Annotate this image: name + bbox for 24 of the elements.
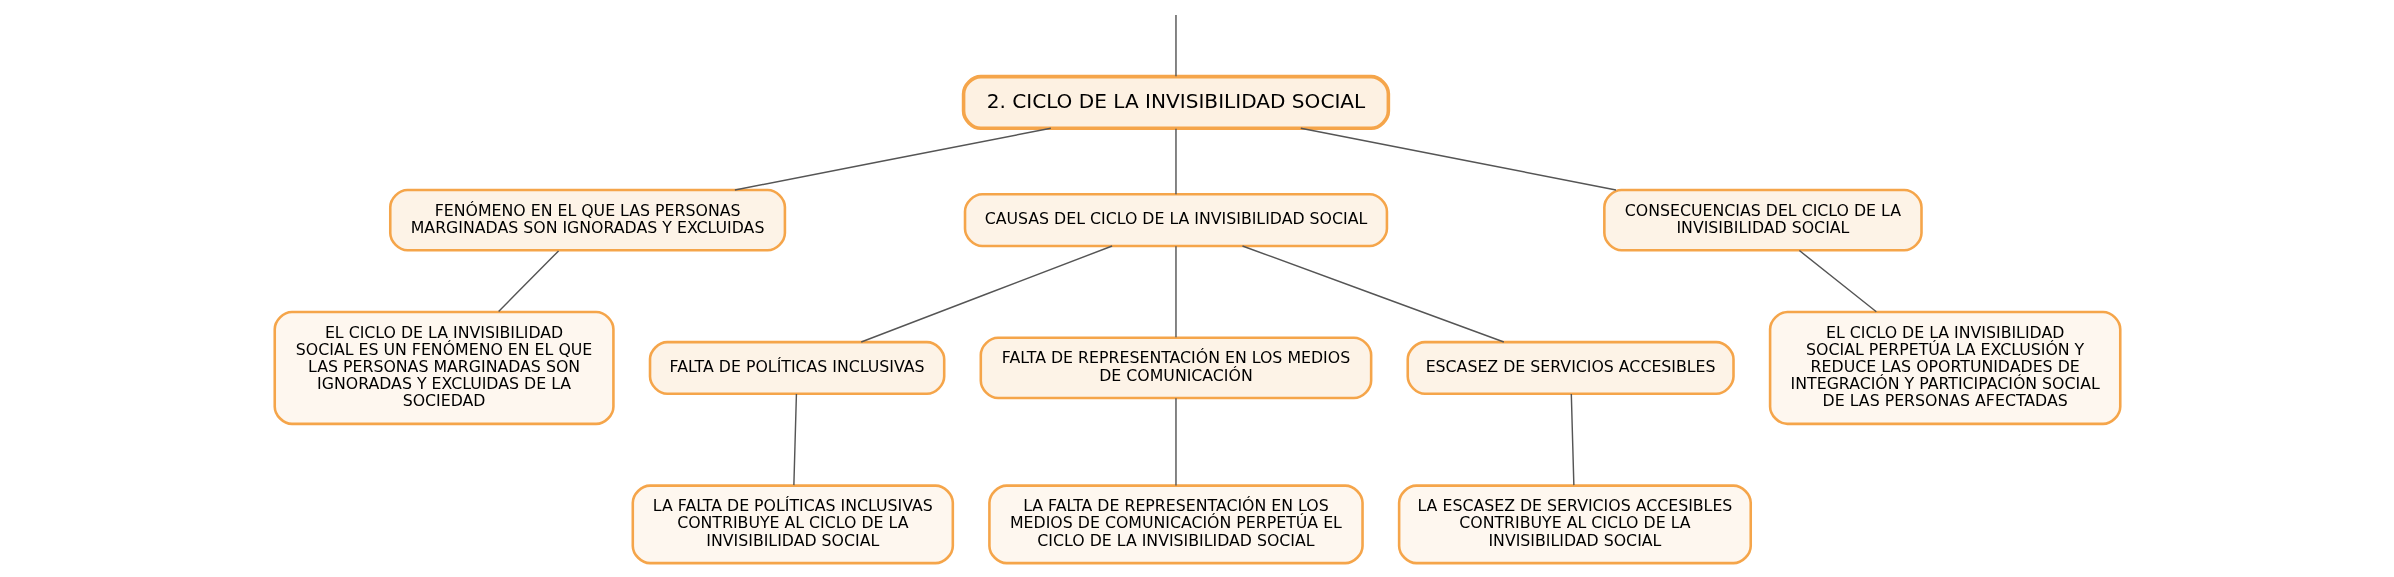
node-box: EL CICLO DE LA INVISIBILIDAD SOCIAL ES UN FENÓMENO EN EL QUE LAS PERSONAS MARGINADAS SON IGNORADAS Y EXCLUIDAS DE LA SOCIEDAD — [272, 310, 615, 426]
connector — [1174, 245, 1177, 338]
node-box: LA FALTA DE REPRESENTACIÓN EN LOS MEDIOS DE COMUNICACIÓN PERPETÚA EL CICLO DE LA INVISIBILIDAD SOCIAL — [987, 484, 1364, 565]
node-box: LA ESCASEZ DE SERVICIOS ACCESIBLES CONTRIBUYE AL CICLO DE LA INVISIBILIDAD SOCIAL — [1397, 484, 1752, 565]
connector — [497, 250, 559, 313]
connector — [792, 393, 797, 486]
connector — [1299, 127, 1617, 191]
node-box: EL CICLO DE LA INVISIBILIDAD SOCIAL PERPETÚA LA EXCLUSIÓN Y REDUCE LAS OPORTUNIDADES DE INTEGRACIÓN Y PARTICIPACIÓN SOCIAL DE LAS PERSONAS AFECTADAS — [1768, 310, 2122, 426]
node-box: LA FALTA DE POLÍTICAS INCLUSIVAS CONTRIBUYE AL CICLO DE LA INVISIBILIDAD SOCIAL — [631, 484, 954, 565]
connector — [1798, 249, 1877, 313]
connector — [1174, 128, 1177, 195]
node-box: 2. CICLO DE LA INVISIBILIDAD SOCIAL — [961, 74, 1390, 131]
connector — [1241, 245, 1505, 343]
connector — [1174, 397, 1177, 487]
node-box: FENÓMENO EN EL QUE LAS PERSONAS MARGINADAS SON IGNORADAS Y EXCLUIDAS — [388, 188, 786, 252]
node-box: CAUSAS DEL CICLO DE LA INVISIBILIDAD SOCIAL — [963, 193, 1388, 248]
node-box: FALTA DE POLÍTICAS INCLUSIVAS — [648, 340, 945, 396]
connector — [733, 127, 1052, 191]
connector — [1174, 14, 1177, 78]
connector — [860, 245, 1113, 343]
node-box: CONSECUENCIAS DEL CICLO DE LA INVISIBILIDAD SOCIAL — [1602, 188, 1923, 252]
node-box: FALTA DE REPRESENTACIÓN EN LOS MEDIOS DE COMUNICACIÓN — [979, 336, 1372, 400]
node-box: ESCASEZ DE SERVICIOS ACCESIBLES — [1405, 340, 1735, 396]
connector — [1570, 393, 1575, 486]
